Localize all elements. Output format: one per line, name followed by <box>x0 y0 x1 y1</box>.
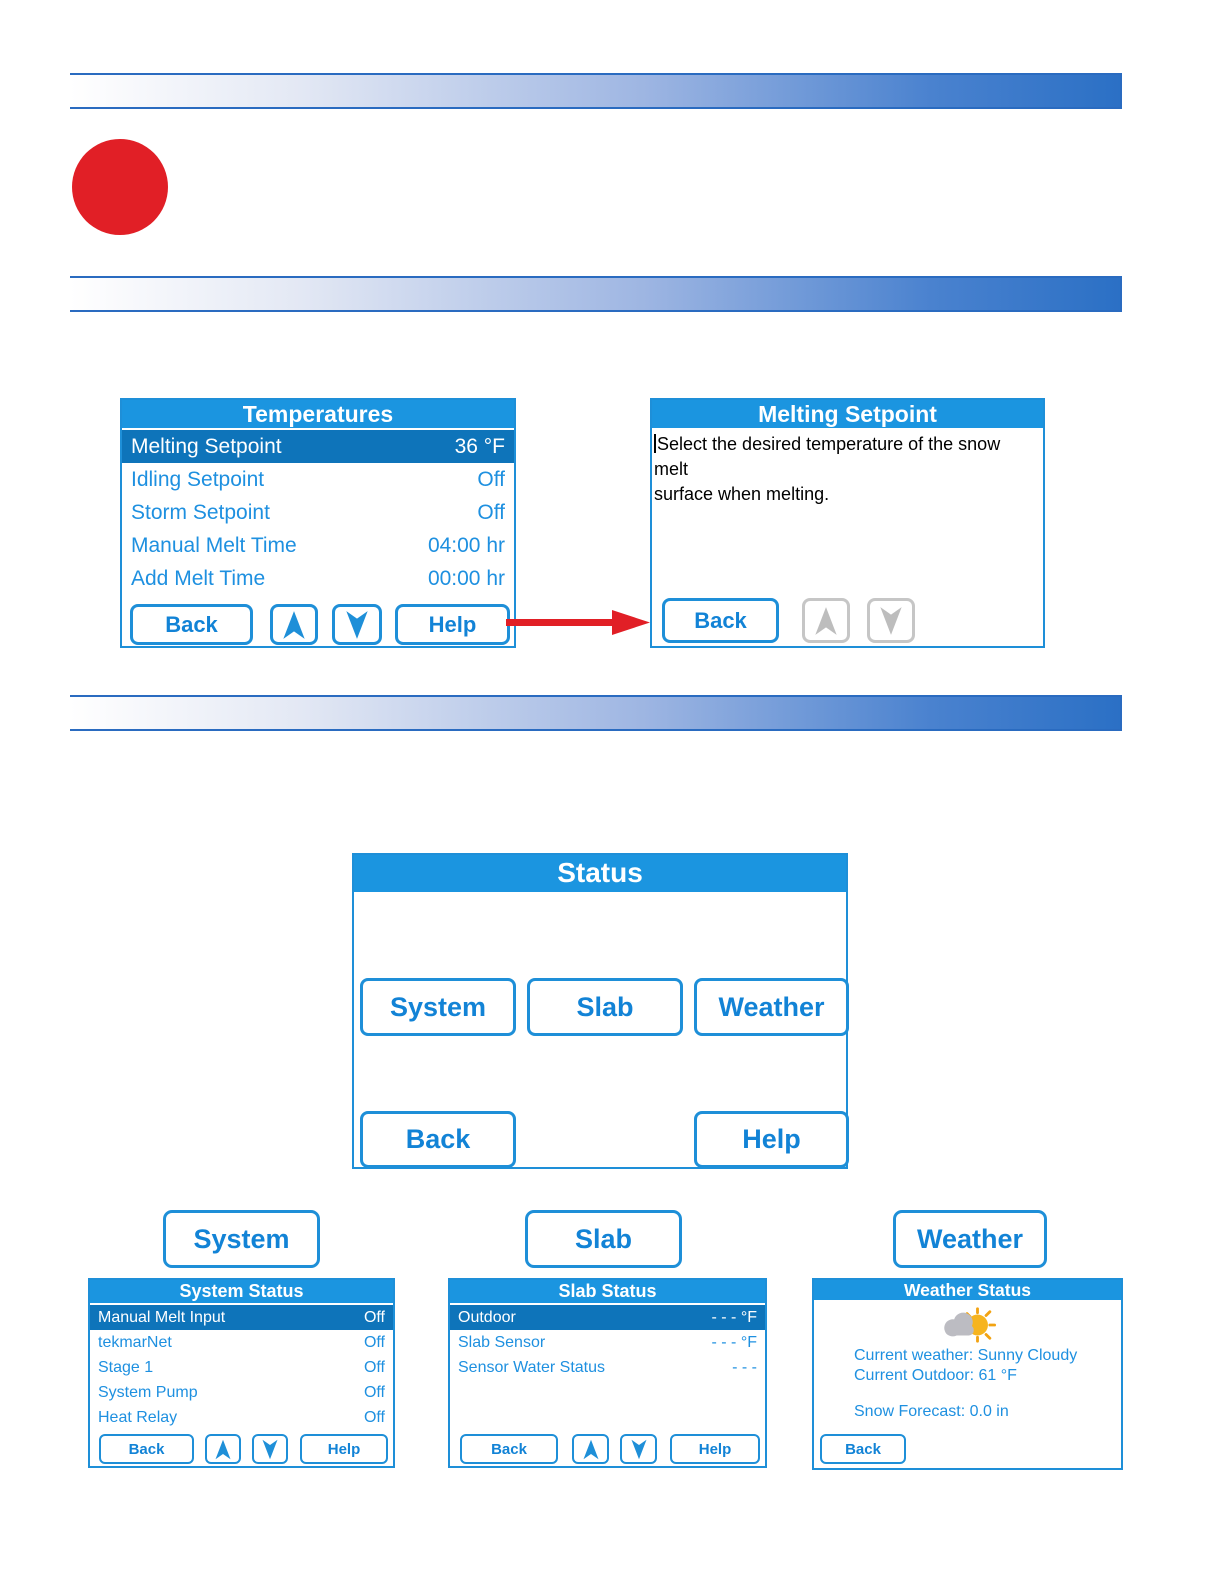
back-button[interactable]: Back <box>99 1434 194 1464</box>
red-circle-marker <box>72 139 168 235</box>
down-arrow-button[interactable] <box>252 1434 288 1464</box>
snow-forecast-line: Snow Forecast: 0.0 in <box>854 1403 1009 1420</box>
help-button[interactable]: Help <box>300 1434 388 1464</box>
up-arrow-icon <box>214 1438 232 1461</box>
row-value: Off <box>363 1333 385 1351</box>
status-row-outdoor[interactable]: Outdoor - - - °F <box>450 1305 765 1330</box>
down-arrow-icon <box>261 1438 279 1461</box>
help-button[interactable]: Help <box>670 1434 760 1464</box>
down-arrow-button[interactable] <box>620 1434 657 1464</box>
up-arrow-button[interactable] <box>205 1434 241 1464</box>
row-value: Off <box>363 1383 385 1401</box>
row-label: Heat Relay <box>98 1408 178 1426</box>
menu-row-add-melt-time[interactable]: Add Melt Time 00:00 hr <box>122 562 514 595</box>
menu-row-melting-setpoint[interactable]: Melting Setpoint 36 °F <box>122 430 514 463</box>
up-arrow-button[interactable] <box>572 1434 609 1464</box>
down-arrow-button[interactable] <box>332 604 382 645</box>
sun-cloud-icon <box>937 1306 999 1344</box>
status-row-slab-sensor[interactable]: Slab Sensor - - - °F <box>450 1330 765 1355</box>
section-bar-middle <box>70 276 1122 312</box>
slab-status-title: Slab Status <box>450 1280 765 1305</box>
current-weather-line: Current weather: Sunny Cloudy <box>854 1347 1078 1364</box>
row-label: Sensor Water Status <box>458 1358 606 1376</box>
row-label: Stage 1 <box>98 1358 154 1376</box>
red-arrow-icon <box>506 608 650 636</box>
row-value: Off <box>477 500 505 524</box>
up-arrow-button-disabled <box>802 598 850 643</box>
help-text-line-1: Select the desired temperature of the sn… <box>654 434 1001 479</box>
back-button[interactable]: Back <box>662 598 779 643</box>
up-arrow-icon <box>813 605 839 637</box>
status-row-manual-melt-input[interactable]: Manual Melt Input Off <box>90 1305 393 1330</box>
back-button[interactable]: Back <box>130 604 253 645</box>
status-row-tekmarnet[interactable]: tekmarNet Off <box>90 1330 393 1355</box>
down-arrow-icon <box>878 605 904 637</box>
weather-label-button[interactable]: Weather <box>893 1210 1047 1268</box>
down-arrow-icon <box>630 1438 648 1461</box>
melting-setpoint-screen: Melting Setpoint Select the desired temp… <box>650 398 1045 648</box>
up-arrow-icon <box>281 609 307 641</box>
down-arrow-button-disabled <box>867 598 915 643</box>
back-button[interactable]: Back <box>360 1111 516 1168</box>
help-text-line-2: surface when melting. <box>654 484 830 504</box>
back-button[interactable]: Back <box>460 1434 558 1464</box>
status-row-stage-1[interactable]: Stage 1 Off <box>90 1355 393 1380</box>
weather-status-screen: Weather Status Current weather: Sunny Cl… <box>812 1278 1123 1470</box>
row-label: Storm Setpoint <box>131 500 270 524</box>
row-value: 00:00 hr <box>427 566 505 590</box>
row-value: Off <box>363 1308 385 1326</box>
status-title: Status <box>354 855 846 892</box>
row-value: 04:00 hr <box>427 533 505 557</box>
row-label: tekmarNet <box>98 1333 172 1351</box>
row-value: Off <box>363 1408 385 1426</box>
slab-button[interactable]: Slab <box>527 978 683 1036</box>
row-label: Slab Sensor <box>458 1333 546 1351</box>
row-value: - - - °F <box>711 1308 758 1326</box>
row-label: Melting Setpoint <box>131 434 282 458</box>
temperatures-screen: Temperatures Melting Setpoint 36 °F Idli… <box>120 398 516 648</box>
menu-row-manual-melt-time[interactable]: Manual Melt Time 04:00 hr <box>122 529 514 562</box>
weather-button[interactable]: Weather <box>694 978 849 1036</box>
row-value: - - - °F <box>711 1333 758 1351</box>
status-screen: Status System Slab Weather Back Help <box>352 853 849 1169</box>
help-button[interactable]: Help <box>395 604 510 645</box>
row-value: Off <box>477 467 505 491</box>
text-cursor <box>654 434 656 453</box>
status-row-system-pump[interactable]: System Pump Off <box>90 1380 393 1405</box>
menu-row-idling-setpoint[interactable]: Idling Setpoint Off <box>122 463 514 496</box>
back-button[interactable]: Back <box>820 1434 906 1464</box>
slab-status-screen: Slab Status Outdoor - - - °F Slab Sensor… <box>448 1278 767 1468</box>
up-arrow-icon <box>582 1438 600 1461</box>
temperatures-title: Temperatures <box>122 400 514 430</box>
row-label: Add Melt Time <box>131 566 266 590</box>
system-button[interactable]: System <box>360 978 516 1036</box>
melting-setpoint-title: Melting Setpoint <box>652 400 1043 430</box>
down-arrow-icon <box>344 609 370 641</box>
help-button[interactable]: Help <box>694 1111 849 1168</box>
row-label: Idling Setpoint <box>131 467 265 491</box>
system-label-button[interactable]: System <box>163 1210 320 1268</box>
slab-label-button[interactable]: Slab <box>525 1210 682 1268</box>
row-value: Off <box>363 1358 385 1376</box>
status-row-heat-relay[interactable]: Heat Relay Off <box>90 1405 393 1430</box>
section-bar-top <box>70 73 1122 109</box>
system-status-title: System Status <box>90 1280 393 1305</box>
menu-row-storm-setpoint[interactable]: Storm Setpoint Off <box>122 496 514 529</box>
row-value: 36 °F <box>454 434 505 458</box>
row-label: Manual Melt Time <box>131 533 297 557</box>
help-text: Select the desired temperature of the sn… <box>654 432 1039 507</box>
section-bar-status <box>70 695 1122 731</box>
current-outdoor-line: Current Outdoor: 61 °F <box>854 1367 1017 1384</box>
row-label: Outdoor <box>458 1308 516 1326</box>
weather-status-title: Weather Status <box>814 1280 1121 1302</box>
status-row-sensor-water-status[interactable]: Sensor Water Status - - - <box>450 1355 765 1380</box>
up-arrow-button[interactable] <box>270 604 318 645</box>
system-status-screen: System Status Manual Melt Input Off tekm… <box>88 1278 395 1468</box>
row-value: - - - <box>732 1358 757 1376</box>
row-label: System Pump <box>98 1383 198 1401</box>
row-label: Manual Melt Input <box>98 1308 226 1326</box>
